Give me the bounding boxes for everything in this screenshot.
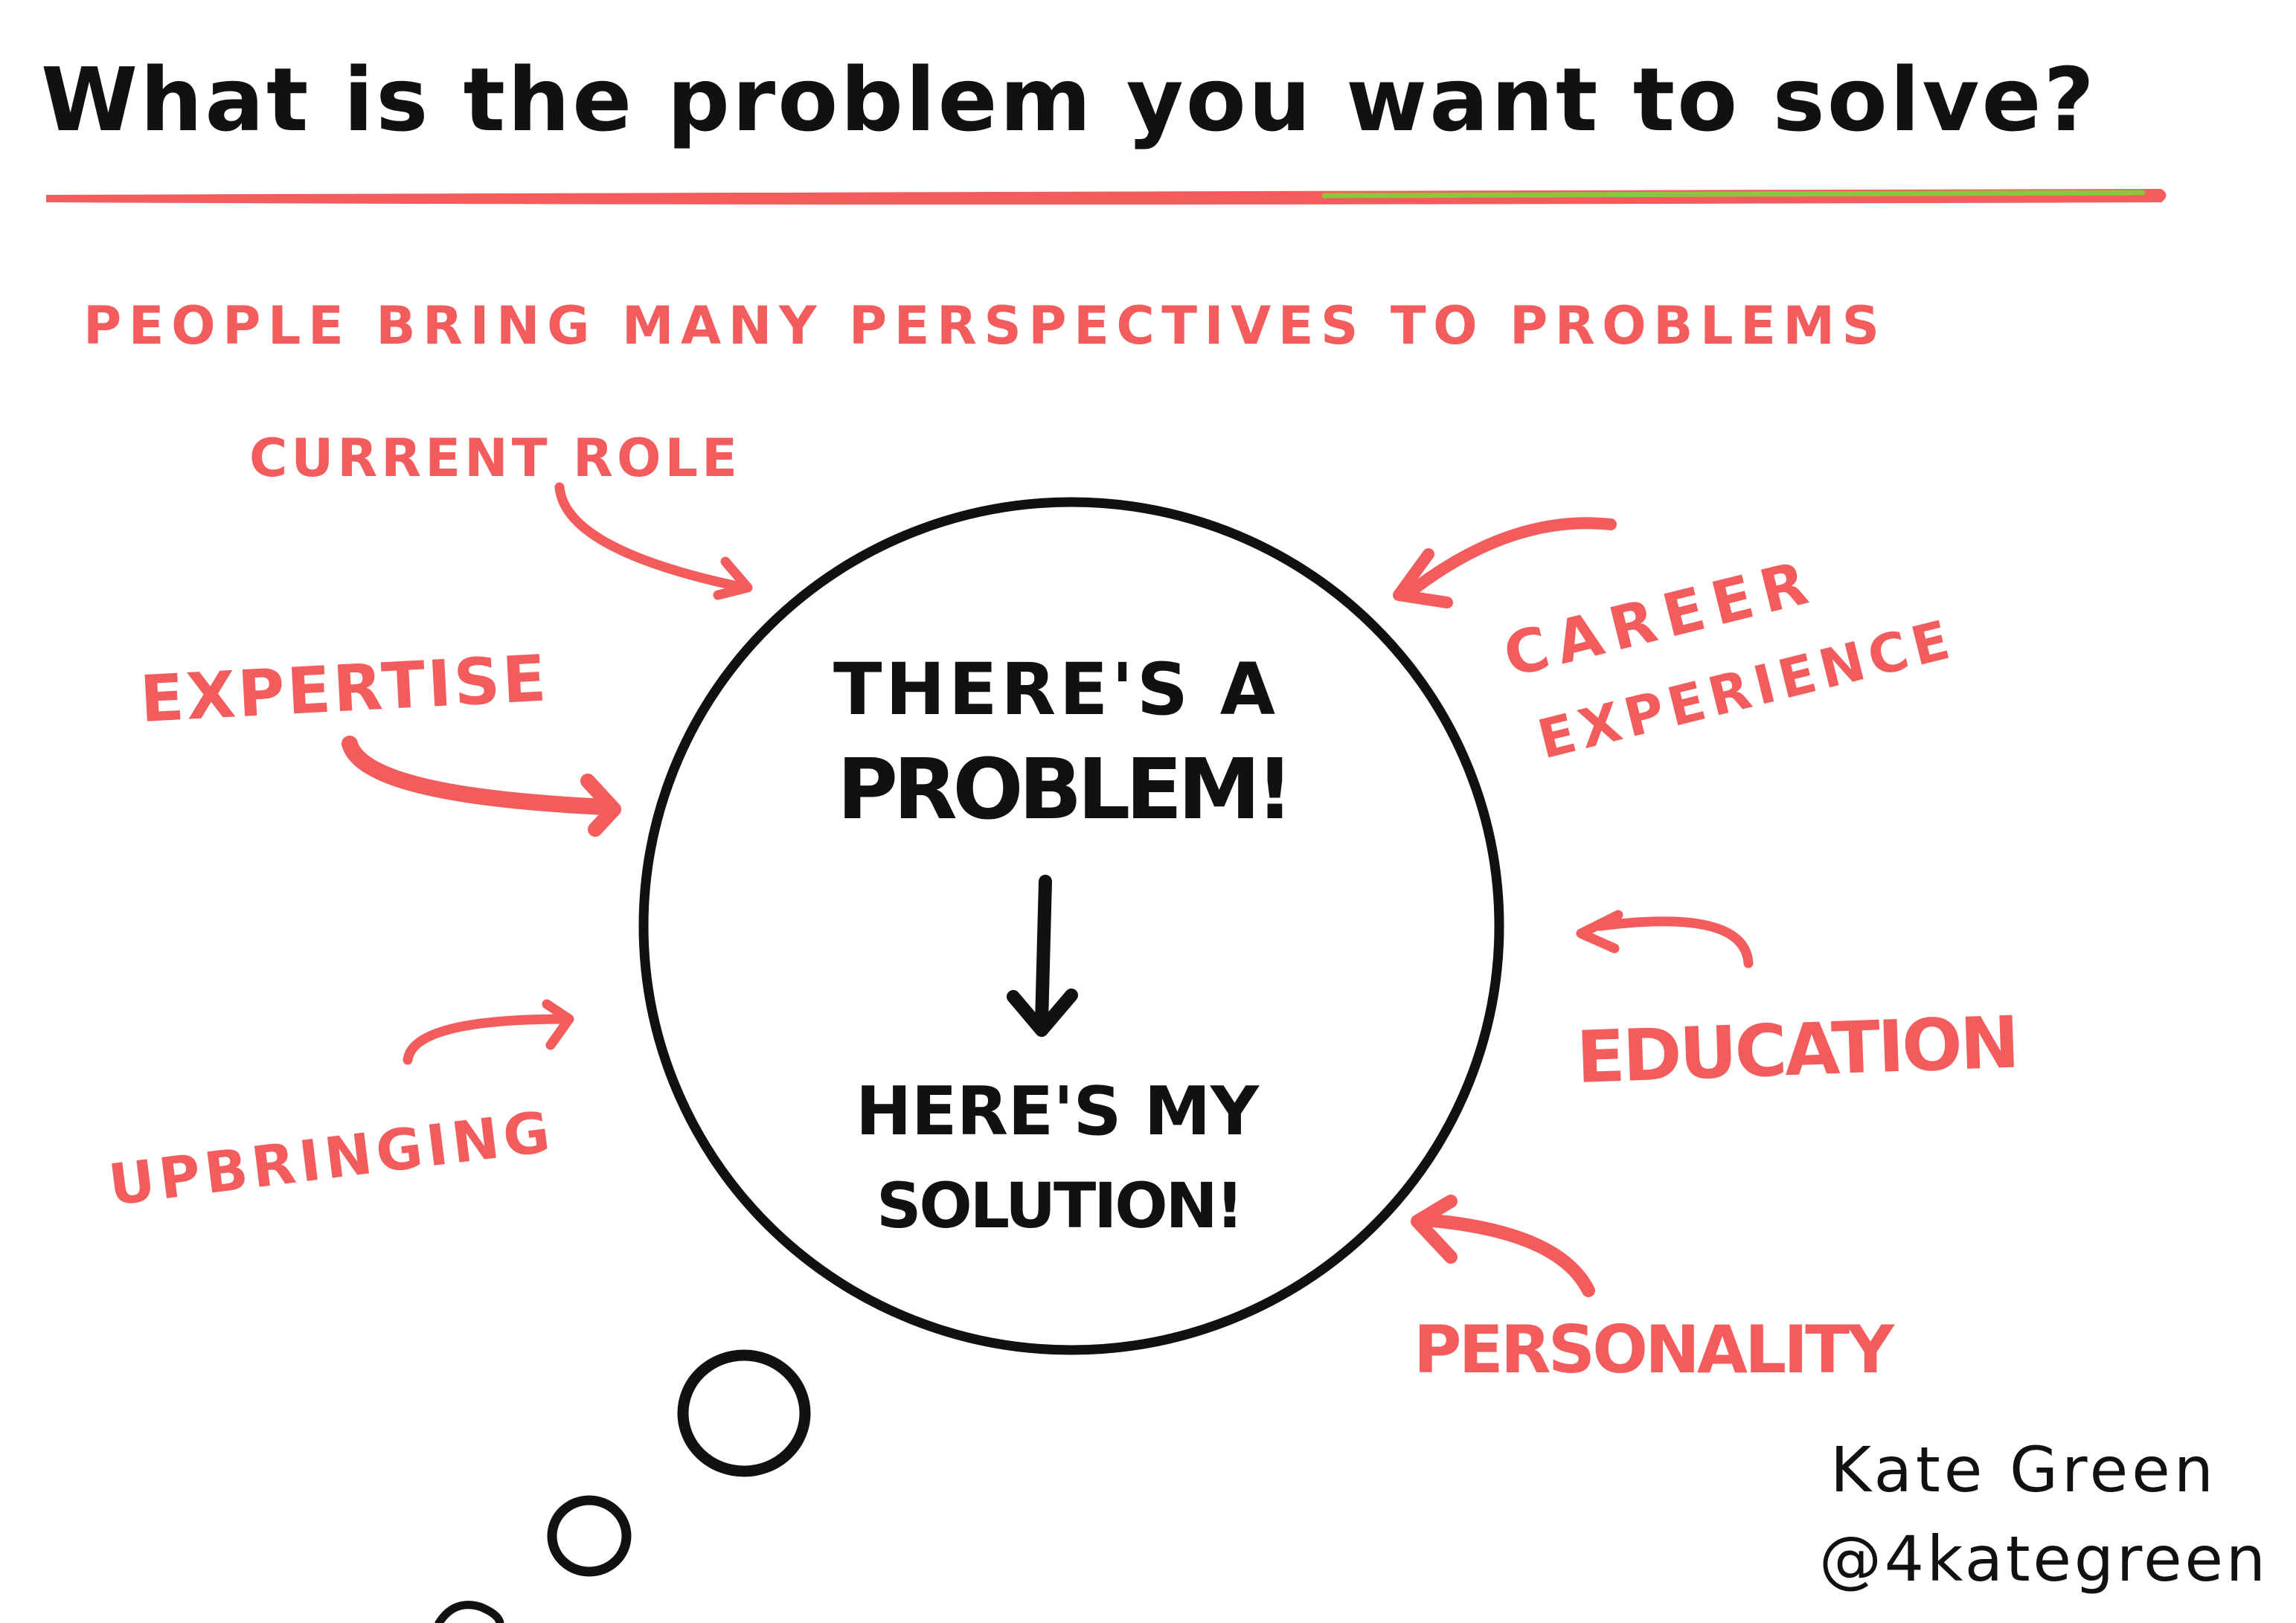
solution-line-2: SOLUTION! <box>876 1169 1248 1242</box>
solution-line-1: HERE'S MY <box>856 1073 1263 1151</box>
down-arrow <box>1007 875 1078 1037</box>
arrow-personality <box>1411 1195 1595 1297</box>
problem-line-2: PROBLEM! <box>837 742 1298 838</box>
arrow-upbringing <box>403 999 574 1065</box>
trail-circle-large <box>677 1349 811 1477</box>
thought-circle <box>638 497 1504 1355</box>
title-underline <box>46 189 2167 205</box>
arrow-education <box>1576 910 1754 968</box>
page-title: What is the problem you want to solve? <box>41 48 2094 151</box>
trail-circle-small <box>434 1601 504 1623</box>
problem-line-1: THERE'S A <box>833 648 1280 731</box>
label-upbringing: UPBRINGING <box>105 1098 556 1218</box>
label-personality: PERSONALITY <box>1414 1311 1897 1388</box>
arrow-expertise <box>341 736 621 837</box>
signature-name: Kate Green <box>1830 1433 2213 1506</box>
trail-circle-medium <box>547 1495 632 1577</box>
label-education: EDUCATION <box>1575 1000 2024 1099</box>
label-current-role: CURRENT ROLE <box>249 428 740 489</box>
subtitle: PEOPLE BRING MANY PERSPECTIVES TO PROBLE… <box>83 295 1884 356</box>
underline-green <box>1321 190 2146 199</box>
arrow-current-role <box>554 482 753 600</box>
signature-handle: @4kategreen <box>1819 1523 2265 1595</box>
thought-bubble-trail <box>434 1349 811 1623</box>
label-expertise: EXPERTISE <box>138 641 551 737</box>
arrow-career-experience <box>1393 517 1617 608</box>
